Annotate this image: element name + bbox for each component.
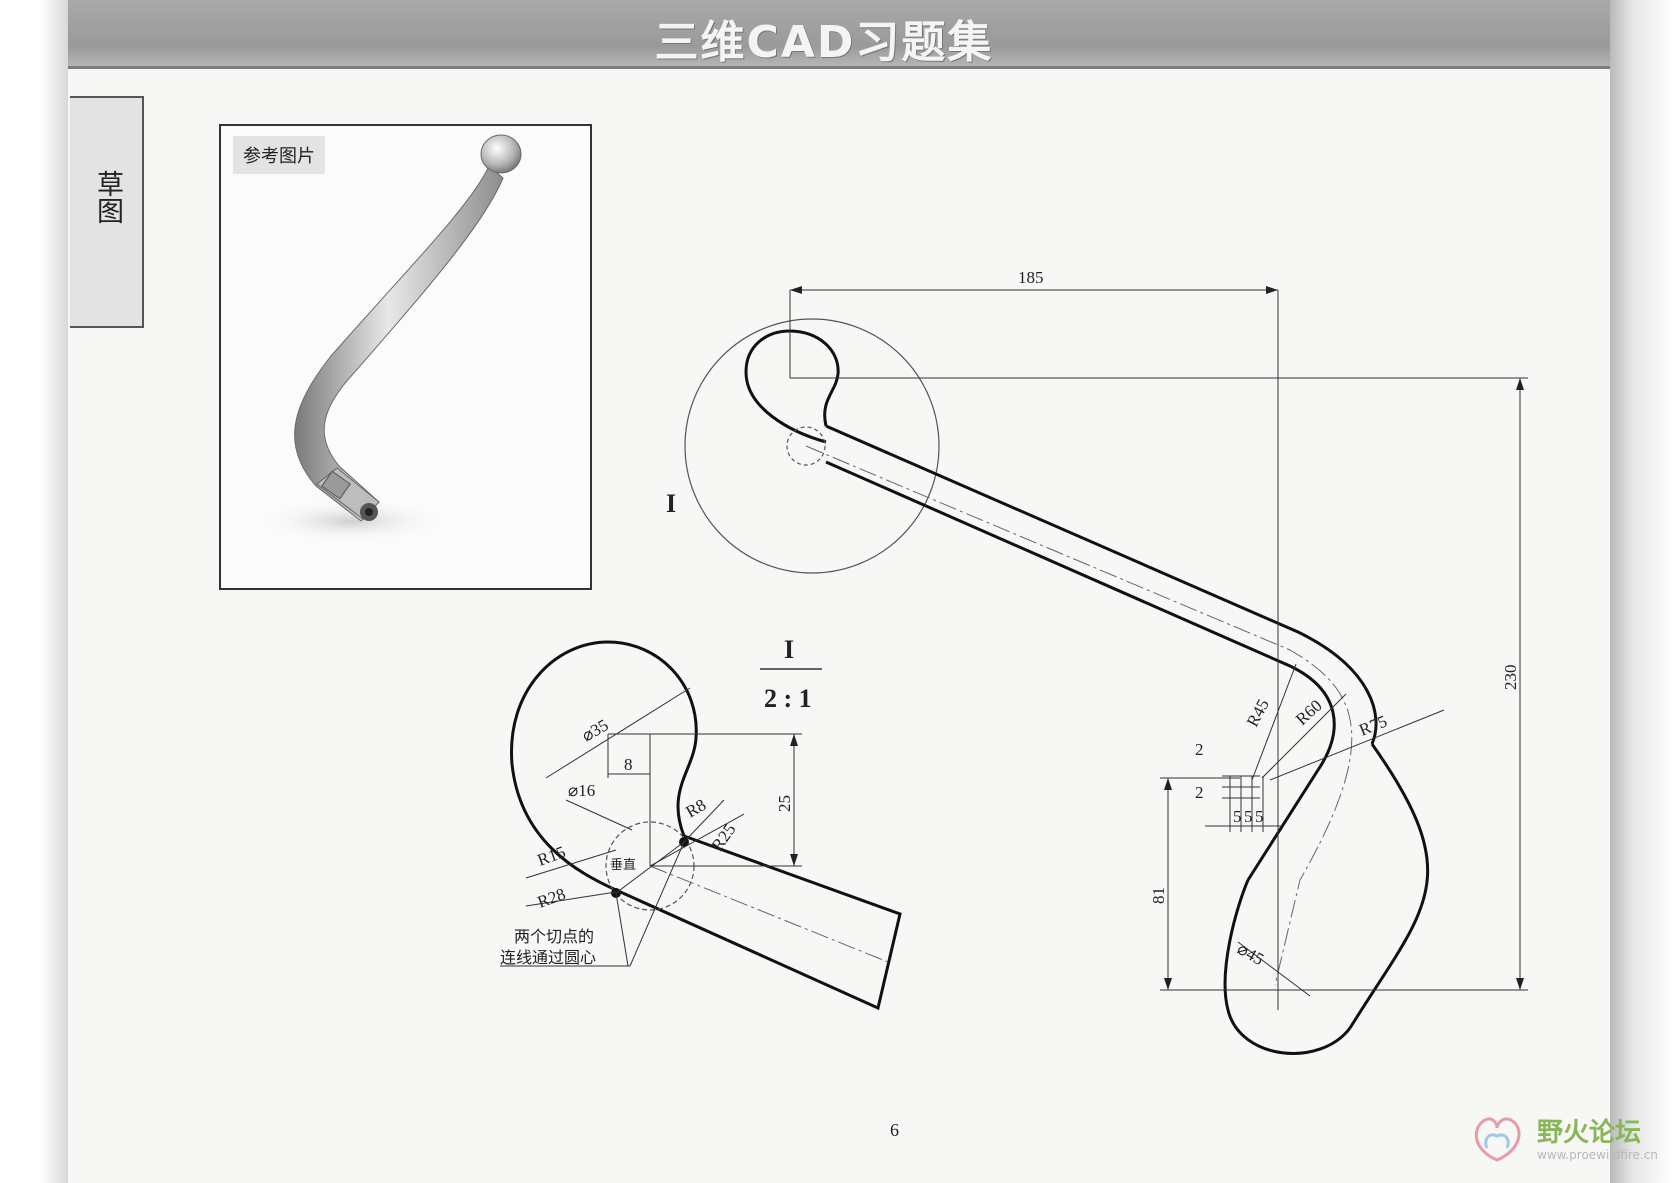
detail-knob-outline [510,640,698,892]
dim-r45: R45 [1243,696,1273,730]
arm-upper-edge [825,424,1378,745]
dim-r25: R25 [708,820,740,854]
dim-dia35: ⌀35 [579,715,612,745]
detail-center-line [649,865,889,963]
detail-arm-outline [615,834,902,1011]
note-line-2: 连线通过圆心 [500,948,596,967]
detail-circle [684,318,940,574]
main-view: 185 230 81 2 2 5 5 5 R45 R60 R7 [666,268,1528,1055]
dim-r15: R15 [535,842,568,870]
dim-dia45: ⌀45 [1234,939,1267,969]
dim-gap-2-top: 2 [1195,740,1204,759]
reference-label: 参考图片 [233,136,325,174]
header-bar: 三维CAD习题集 [68,0,1610,69]
bend-outer-edge [1348,743,1430,1029]
dim-25: 25 [775,795,794,812]
detail-scale: 2 : 1 [764,684,812,713]
flame-logo-icon [1474,1117,1521,1162]
center-line [805,445,1353,986]
dim-230: 230 [1501,665,1520,691]
perpendicular-mark: 垂直 [610,858,636,873]
leg-inner-edge [1246,769,1320,881]
dim-r75: R75 [1356,711,1389,739]
dim-offset-5-a: 5 [1233,807,1242,826]
watermark-url: www.proewildfire.cn [1537,1148,1658,1162]
scan-margin-right [1610,0,1673,1183]
leg-end-round [1223,879,1352,1055]
dim-r60: R60 [1292,696,1326,729]
detail-view: I 2 : 1 ⌀35 ⌀16 8 25 R8 R25 [500,635,902,1011]
dim-81: 81 [1149,887,1168,904]
watermark-name: 野火论坛 [1537,1118,1642,1148]
dim-r8: R8 [683,795,710,821]
scan-margin-left [0,0,68,1183]
page-title: 三维CAD习题集 [654,17,994,68]
knob-outline [744,329,840,444]
dim-offset-5-c: 5 [1255,807,1264,826]
dim-r28: R28 [535,884,568,912]
side-tab-label: 草图 [92,170,123,224]
dim-offset-5-b: 5 [1244,807,1253,826]
note-line-1: 两个切点的 [514,927,594,946]
dim-gap-2-bottom: 2 [1195,783,1204,802]
reference-picture [256,134,522,543]
dim-8: 8 [624,755,633,774]
reference-picture-frame: 参考图片 [219,124,592,590]
watermark: 野火论坛 www.proewildfire.cn [1465,1110,1665,1180]
detail-marker: I [666,489,676,518]
dim-dia16: ⌀16 [568,781,595,800]
dim-185: 185 [1018,268,1044,287]
detail-title: I [784,635,794,664]
page-number: 6 [890,1120,899,1140]
side-tab: 草图 [70,96,144,328]
knob-neck-circle [786,426,826,466]
